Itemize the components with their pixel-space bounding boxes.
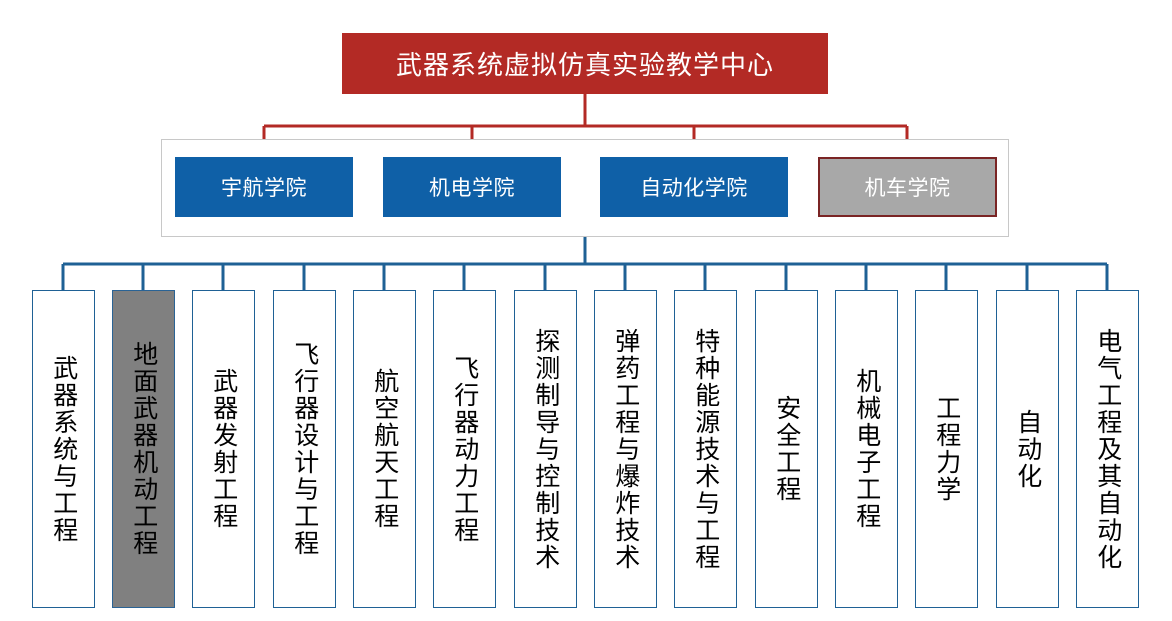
- major-node-3-label: 武器发射工程: [209, 368, 238, 530]
- college-node-2[interactable]: 机电学院: [383, 157, 561, 217]
- major-node-2-highlighted[interactable]: 地面武器机动工程: [112, 290, 175, 608]
- major-node-4-label: 飞行器设计与工程: [290, 341, 319, 557]
- major-node-12-label: 工程力学: [932, 395, 961, 503]
- root-node-label: 武器系统虚拟仿真实验教学中心: [395, 50, 774, 80]
- major-node-13-label: 自动化: [1013, 408, 1042, 490]
- college-node-2-label: 机电学院: [429, 177, 515, 200]
- major-node-13[interactable]: 自动化: [996, 290, 1059, 608]
- major-node-5-label: 航空航天工程: [370, 368, 399, 530]
- major-node-8-label: 弹药工程与爆炸技术: [611, 327, 640, 571]
- major-node-14[interactable]: 电气工程及其自动化: [1076, 290, 1139, 608]
- major-node-7[interactable]: 探测制导与控制技术: [514, 290, 577, 608]
- major-node-11-label: 机械电子工程: [852, 368, 881, 530]
- college-node-4-label: 机车学院: [864, 177, 951, 200]
- major-node-10[interactable]: 安全工程: [755, 290, 818, 608]
- college-node-3[interactable]: 自动化学院: [600, 157, 788, 217]
- major-node-12[interactable]: 工程力学: [915, 290, 978, 608]
- college-node-4-highlighted[interactable]: 机车学院: [818, 157, 997, 217]
- major-node-7-label: 探测制导与控制技术: [531, 327, 560, 571]
- major-node-5[interactable]: 航空航天工程: [353, 290, 416, 608]
- college-node-1-label: 宇航学院: [221, 177, 307, 200]
- major-node-14-label: 电气工程及其自动化: [1093, 327, 1122, 571]
- major-node-9-label: 特种能源技术与工程: [691, 327, 720, 571]
- major-node-9[interactable]: 特种能源技术与工程: [674, 290, 737, 608]
- major-node-2-label: 地面武器机动工程: [129, 341, 158, 557]
- major-node-8[interactable]: 弹药工程与爆炸技术: [594, 290, 657, 608]
- college-node-1[interactable]: 宇航学院: [175, 157, 353, 217]
- root-node-center[interactable]: 武器系统虚拟仿真实验教学中心: [342, 33, 828, 94]
- major-node-1-label: 武器系统与工程: [49, 354, 78, 544]
- major-node-6-label: 飞行器动力工程: [450, 354, 479, 544]
- major-node-1[interactable]: 武器系统与工程: [32, 290, 95, 608]
- college-node-3-label: 自动化学院: [640, 177, 748, 200]
- major-node-3[interactable]: 武器发射工程: [192, 290, 255, 608]
- major-node-11[interactable]: 机械电子工程: [835, 290, 898, 608]
- major-node-4[interactable]: 飞行器设计与工程: [273, 290, 336, 608]
- blue-connector-group: [61, 237, 1109, 290]
- major-node-6[interactable]: 飞行器动力工程: [433, 290, 496, 608]
- major-node-10-label: 安全工程: [772, 395, 801, 503]
